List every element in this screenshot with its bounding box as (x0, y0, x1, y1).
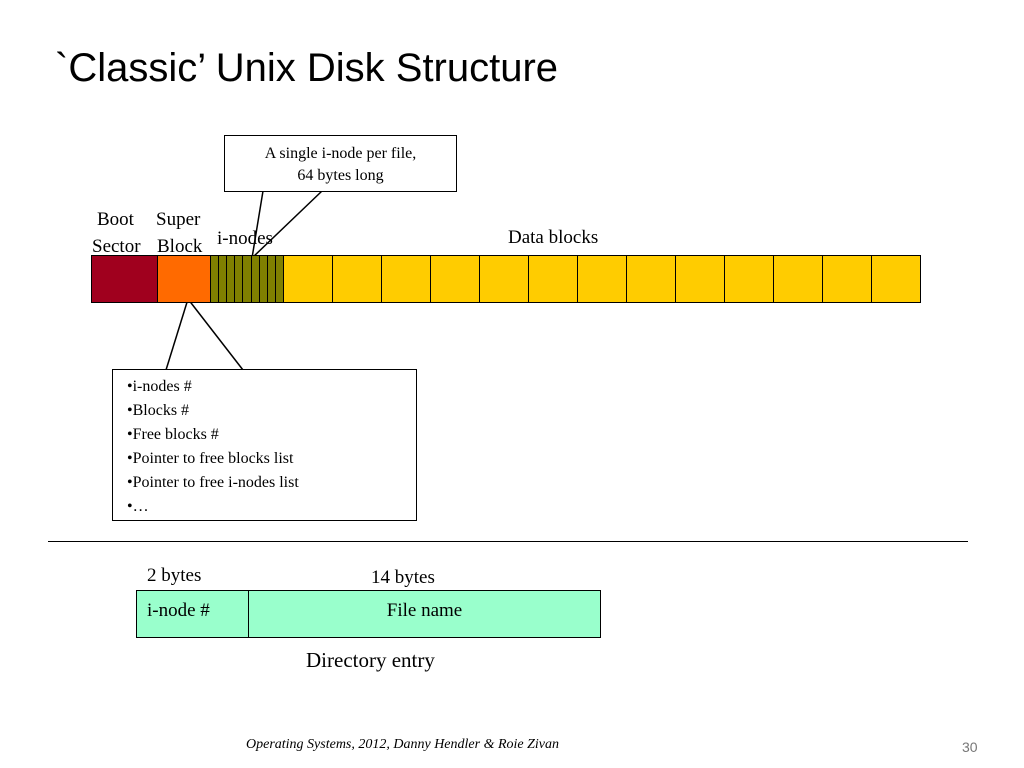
inode-cell (227, 256, 236, 302)
inode-callout-pointer-right (251, 190, 323, 259)
slide-title: `Classic’ Unix Disk Structure (55, 46, 559, 90)
inode-callout-line2: 64 bytes long (297, 167, 384, 184)
inode-cell (276, 256, 283, 302)
inode-cell (252, 256, 260, 302)
footer-text: Operating Systems, 2012, Danny Hendler &… (246, 737, 560, 752)
superblock-callout: •i-nodes # •Blocks # •Free blocks # •Poi… (112, 369, 417, 521)
data-block-cell (872, 256, 920, 302)
superblock-field: •Pointer to free blocks list (127, 450, 294, 467)
directory-entry: i-node # File name (136, 590, 601, 638)
data-block-cell (676, 256, 725, 302)
superblock-field: •Free blocks # (127, 426, 219, 443)
data-blocks-region (283, 255, 921, 303)
data-block-cell (284, 256, 333, 302)
super-label-line2: Block (157, 236, 203, 257)
inode-cell (211, 256, 220, 302)
data-blocks-label: Data blocks (508, 227, 599, 248)
inode-callout: A single i-node per file, 64 bytes long (224, 135, 457, 192)
inode-cell (243, 256, 252, 302)
data-block-cell (774, 256, 823, 302)
directory-entry-caption: Directory entry (306, 648, 435, 672)
super-callout-pointer-right (187, 298, 244, 371)
directory-name-field: File name (386, 600, 463, 621)
superblock-field: •Blocks # (127, 402, 190, 419)
boot-sector-block (91, 255, 158, 303)
divider-line (48, 541, 968, 542)
data-block-cell (382, 256, 431, 302)
inodes-label: i-nodes (217, 228, 273, 249)
inode-cell (268, 256, 276, 302)
page-number: 30 (962, 739, 978, 755)
super-label-line1: Super (156, 209, 201, 230)
inode-size-label: 2 bytes (147, 565, 202, 586)
super-block (157, 255, 211, 303)
data-block-cell (333, 256, 382, 302)
inode-cell (219, 256, 228, 302)
boot-label-line2: Sector (92, 236, 141, 257)
data-block-cell (480, 256, 529, 302)
superblock-field: •i-nodes # (127, 378, 192, 395)
data-block-cell (431, 256, 480, 302)
data-block-cell (578, 256, 627, 302)
superblock-field: •Pointer to free i-nodes list (127, 474, 299, 491)
inode-callout-line1: A single i-node per file, (264, 145, 417, 162)
inode-cell (260, 256, 268, 302)
superblock-field: •… (127, 498, 149, 515)
data-block-cell (627, 256, 676, 302)
data-block-cell (725, 256, 774, 302)
boot-label-line1: Boot (97, 209, 134, 230)
inode-callout-pointer-left (251, 190, 264, 259)
directory-inode-field: i-node # (137, 591, 249, 637)
super-callout-pointer-left (165, 298, 189, 371)
inodes-region (210, 255, 284, 303)
data-block-cell (529, 256, 578, 302)
data-block-cell (823, 256, 872, 302)
inode-cell (235, 256, 244, 302)
name-size-label: 14 bytes (371, 567, 435, 588)
